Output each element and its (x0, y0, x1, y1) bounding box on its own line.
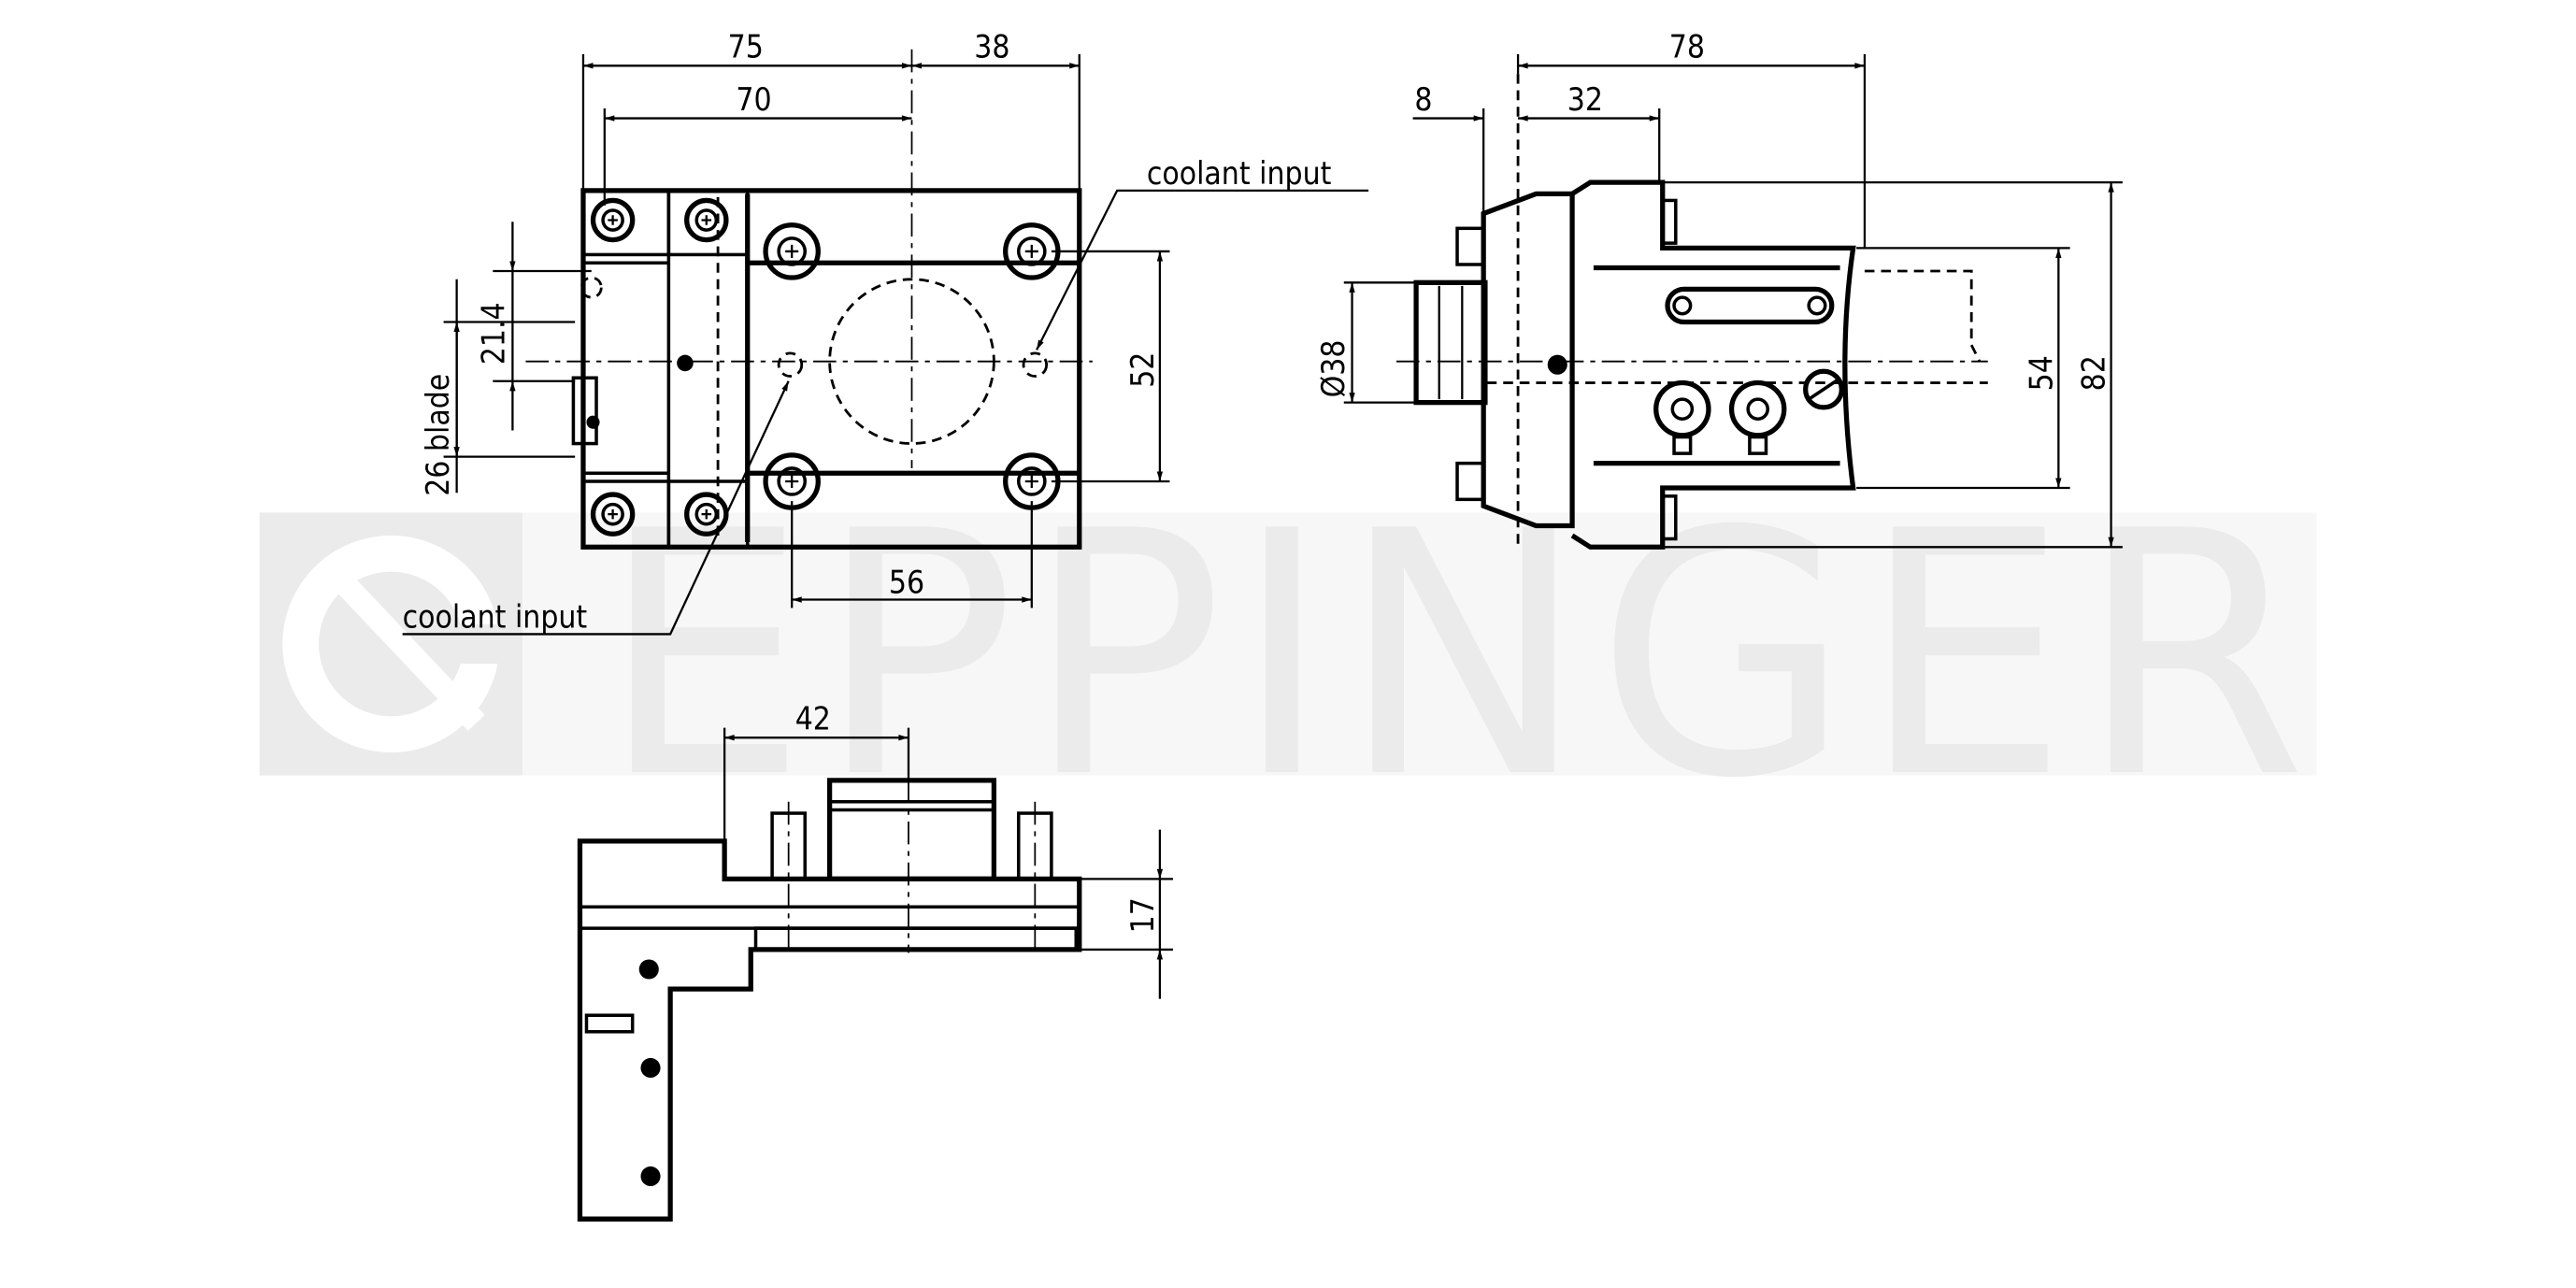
dim-75: 75 (728, 29, 764, 65)
watermark-brand-text: EPPINGER (600, 460, 2317, 852)
dim-21-4: 21.4 (476, 302, 512, 365)
slotted-screw (1803, 368, 1844, 410)
spindle-stub (826, 778, 997, 881)
coolant-port-left (777, 351, 804, 378)
dim-56: 56 (889, 565, 924, 601)
dim-diameter-38: Ø38 (1315, 340, 1352, 398)
dim-82: 82 (2076, 355, 2112, 391)
coolant-port-right (1022, 351, 1049, 378)
small-bolt (684, 197, 729, 243)
large-bolt (1003, 222, 1061, 280)
bottom-view-bracket (577, 838, 1082, 1222)
adjustment-slot (1665, 286, 1835, 325)
dim-32: 32 (1567, 81, 1603, 118)
dim-17: 17 (1124, 897, 1161, 933)
bottom-view: 42 17 (577, 700, 1173, 1222)
top-view-dowel (586, 415, 600, 429)
adjustment-screw (1728, 379, 1787, 455)
dim-8: 8 (1414, 81, 1432, 118)
coolant-input-label-left: coolant input (403, 598, 588, 635)
small-bolt (590, 492, 636, 537)
side-view-flange (1481, 191, 1575, 529)
small-bolt (590, 197, 636, 243)
dim-70: 70 (736, 81, 771, 118)
eppinger-watermark: EPPINGER (259, 460, 2317, 852)
top-view-pin (677, 354, 694, 372)
bottom-view-pin (638, 959, 659, 980)
bottom-view-pin (640, 1166, 661, 1187)
dim-78: 78 (1669, 29, 1705, 65)
adjustment-screw (1653, 379, 1711, 455)
dim-42: 42 (795, 700, 831, 737)
side-view-pin (1547, 354, 1567, 375)
top-view-body (580, 188, 1082, 550)
dim-26-blade: 26 blade (420, 374, 456, 496)
spindle-collar (1413, 279, 1488, 406)
coolant-input-label-right: coolant input (1147, 155, 1332, 192)
bottom-view-pin (640, 1057, 661, 1079)
large-bolt (763, 222, 821, 280)
top-view: 75 38 70 52 56 21.4 26 blade coolant inp… (403, 29, 1369, 636)
side-view: 78 8 32 Ø38 54 82 (1315, 29, 2123, 550)
side-view-body (1570, 179, 1856, 550)
dim-52: 52 (1124, 352, 1161, 388)
dim-38: 38 (974, 29, 1009, 65)
dim-54: 54 (2023, 355, 2059, 391)
top-view-dowel-upper (580, 276, 603, 299)
